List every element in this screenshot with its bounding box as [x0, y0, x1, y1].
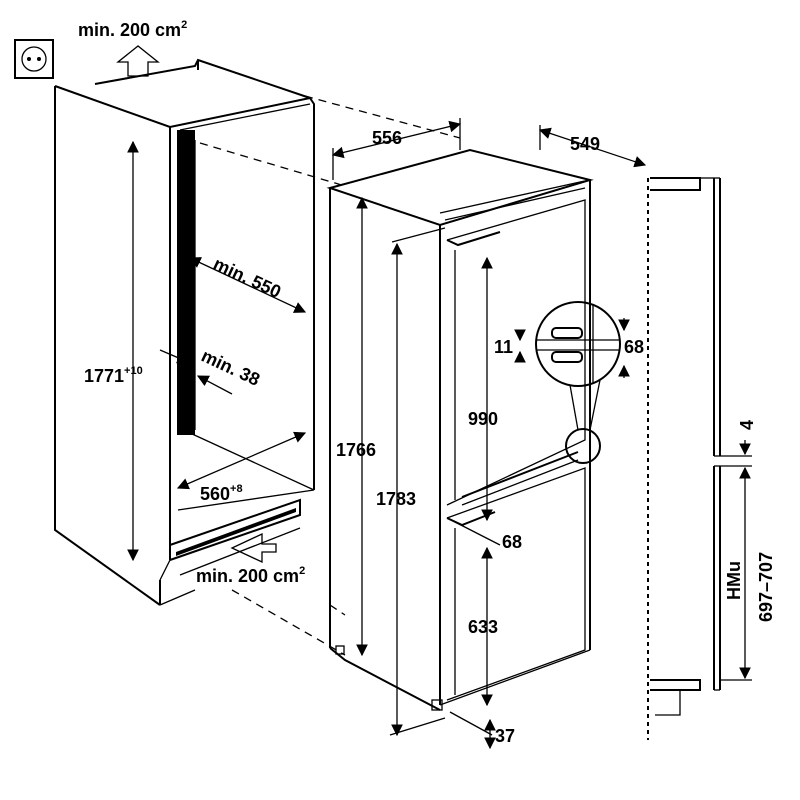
svg-text:min. 38: min. 38	[198, 345, 263, 389]
bottom-gap-dimension: 37	[449, 711, 515, 750]
airflow-in-arrow-icon	[230, 532, 277, 564]
power-socket-icon	[14, 39, 54, 79]
svg-text:HMu: HMu	[724, 561, 744, 600]
hinge-small-gap-dimension: 11	[494, 329, 526, 363]
niche-height-dimension: 1771+10	[84, 140, 143, 562]
svg-text:1771+10: 1771+10	[84, 365, 143, 386]
svg-text:4: 4	[737, 420, 757, 430]
airflow-up-arrow-icon	[116, 45, 160, 77]
bottom-vent-label: min. 200 cm2	[196, 565, 305, 586]
kitchen-cabinet-niche	[54, 58, 315, 606]
hinge-large-gap-dimension: 68	[618, 318, 644, 378]
appliance-width-dimension: 556	[331, 118, 462, 180]
niche-width-dimension: 560+8	[176, 431, 307, 504]
appliance-depth-dimension: 549	[538, 125, 647, 168]
total-height-dimension: 1783	[376, 227, 446, 737]
hinge-detail-magnifier	[535, 301, 621, 464]
svg-text:556: 556	[372, 128, 402, 148]
svg-text:990: 990	[468, 409, 498, 429]
svg-text:1766: 1766	[336, 440, 376, 460]
svg-text:min. 550: min. 550	[210, 253, 284, 302]
svg-text:37: 37	[495, 726, 515, 746]
svg-text:549: 549	[570, 134, 600, 154]
niche-depth-dimension: min. 550	[188, 253, 307, 313]
vent-gap-dimension: min. 38	[159, 345, 263, 395]
svg-text:697–707: 697–707	[756, 552, 776, 622]
top-vent-label: min. 200 cm2	[78, 19, 187, 40]
svg-text:1783: 1783	[376, 489, 416, 509]
svg-text:11: 11	[494, 337, 513, 357]
svg-text:68: 68	[624, 337, 644, 357]
hmu-dimension: HMu 697–707	[720, 466, 776, 681]
svg-text:min. 200 cm2: min. 200 cm2	[78, 19, 187, 40]
refrigerator-appliance	[326, 148, 594, 711]
svg-text:633: 633	[468, 617, 498, 637]
svg-text:560+8: 560+8	[200, 483, 243, 504]
door-side-profile	[647, 177, 721, 740]
svg-text:68: 68	[502, 532, 522, 552]
svg-text:min. 200 cm2: min. 200 cm2	[196, 565, 305, 586]
door-side-gap-dimension: 4	[720, 420, 757, 467]
lower-door-dimension: 633	[468, 546, 498, 707]
upper-door-dimension: 990	[468, 256, 498, 522]
door-gap-dimension: 68	[454, 521, 522, 552]
body-height-dimension: 1766	[336, 196, 376, 657]
